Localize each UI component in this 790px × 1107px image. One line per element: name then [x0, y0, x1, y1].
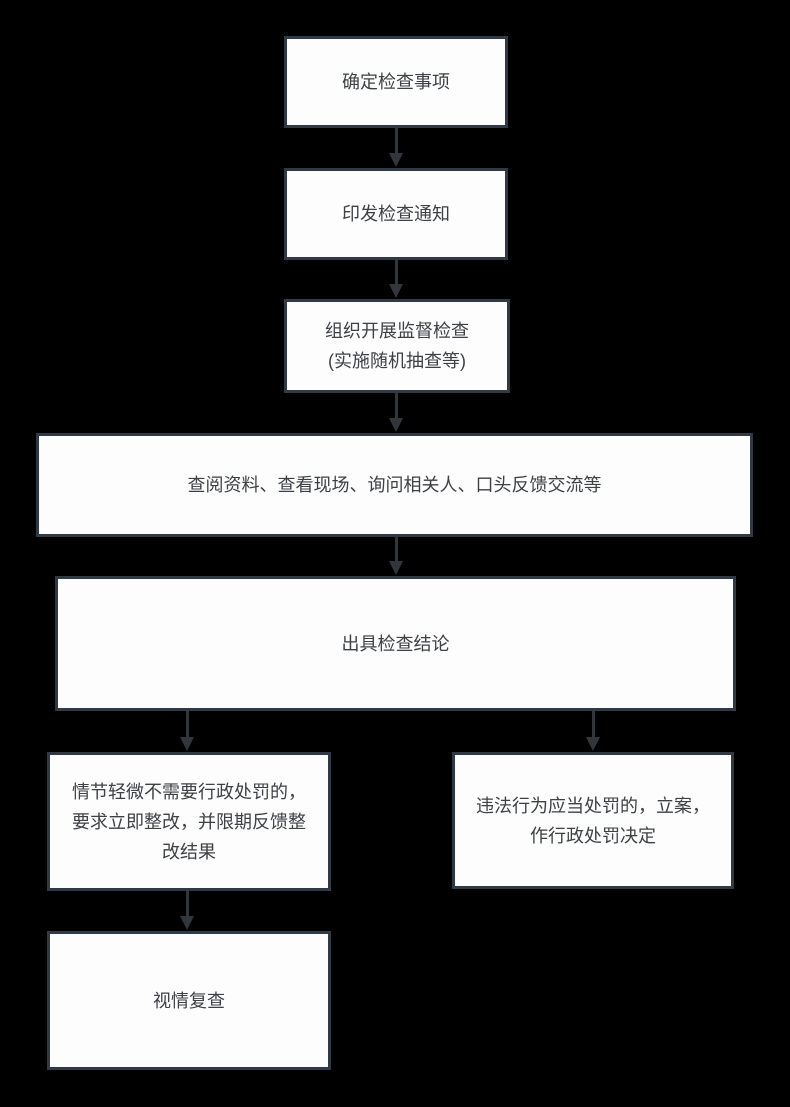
arrowhead-icon: [389, 153, 403, 167]
arrow-down-icon: [389, 393, 403, 432]
arrow-down-icon: [180, 711, 194, 751]
node-issue-inspection-conclusion: 出具检查结论: [55, 576, 736, 711]
arrowhead-icon: [180, 916, 194, 930]
node-label-line: 违法行为应当处罚的，立案，: [476, 795, 710, 816]
node-label: 视情复查: [153, 990, 225, 1011]
arrow-down-icon: [389, 537, 403, 575]
arrow-down-icon: [389, 260, 403, 298]
arrowhead-icon: [389, 284, 403, 298]
node-label: 印发检查通知: [342, 204, 450, 224]
node-illegal-act-penalty-decision: 违法行为应当处罚的，立案， 作行政处罚决定: [452, 752, 734, 889]
arrow-down-icon: [389, 128, 403, 167]
node-label-line: 情节轻微不需要行政处罚的，: [72, 781, 306, 802]
arrow-shaft: [185, 711, 189, 737]
node-label: 确定检查事项: [342, 72, 450, 92]
node-label-line: (实施随机抽查等): [328, 351, 466, 371]
arrow-shaft: [185, 891, 189, 916]
node-determine-inspection-items: 确定检查事项: [284, 36, 508, 128]
node-label-line: 要求立即整改，并限期反馈整: [72, 811, 306, 832]
arrow-shaft: [394, 260, 398, 284]
arrowhead-icon: [389, 561, 403, 575]
node-inspection-methods: 查阅资料、查看现场、询问相关人、口头反馈交流等: [36, 433, 753, 537]
node-label-line: 作行政处罚决定: [530, 825, 656, 846]
node-minor-violation-rectification: 情节轻微不需要行政处罚的， 要求立即整改，并限期反馈整 改结果: [47, 752, 331, 891]
arrowhead-icon: [586, 737, 600, 751]
arrow-shaft: [394, 393, 398, 418]
node-review-as-appropriate: 视情复查: [47, 931, 331, 1070]
node-label: 出具检查结论: [341, 633, 450, 654]
arrow-shaft: [591, 711, 595, 737]
arrowhead-icon: [180, 737, 194, 751]
arrow-down-icon: [180, 891, 194, 930]
node-label: 查阅资料、查看现场、询问相关人、口头反馈交流等: [187, 475, 602, 495]
node-label-line: 组织开展监督检查: [325, 321, 469, 341]
node-organize-supervision-inspection: 组织开展监督检查 (实施随机抽查等): [284, 299, 510, 393]
arrowhead-icon: [389, 418, 403, 432]
node-issue-inspection-notice: 印发检查通知: [284, 168, 508, 260]
arrow-down-icon: [586, 711, 600, 751]
arrow-shaft: [394, 128, 398, 153]
arrow-shaft: [394, 537, 398, 561]
node-label-line: 改结果: [162, 841, 216, 862]
